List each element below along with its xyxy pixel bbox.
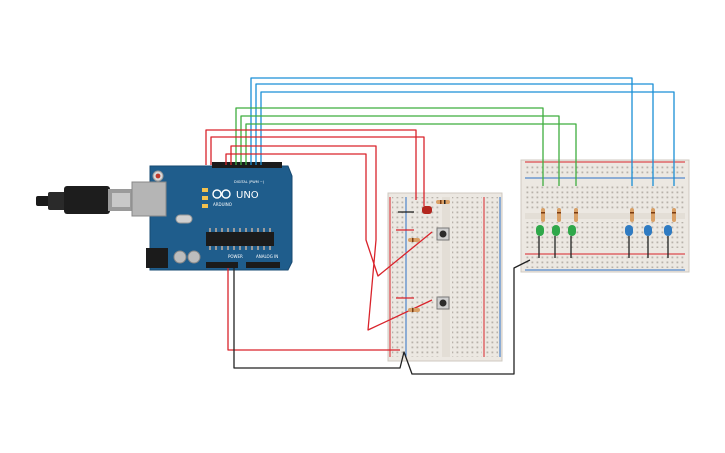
capacitor xyxy=(187,250,201,264)
led-icon xyxy=(536,225,544,236)
usb-port xyxy=(131,181,167,217)
resistor-icon xyxy=(672,208,676,222)
pushbutton-icon xyxy=(436,296,450,310)
capacitor xyxy=(173,250,187,264)
board-model-label: UNO xyxy=(236,190,259,201)
analog-header xyxy=(246,262,280,268)
wire-red xyxy=(230,145,433,331)
arduino-uno-board: UNO ARDUINO DIGITAL (PWM ~) POWER ANALOG… xyxy=(131,162,293,271)
wire-black xyxy=(233,259,531,375)
wire-red xyxy=(205,129,417,200)
wire-red xyxy=(210,136,425,206)
led-icon xyxy=(664,225,672,236)
resistor-icon xyxy=(574,208,578,222)
right-components xyxy=(536,208,676,236)
wire-blue xyxy=(260,91,675,186)
wire-blue xyxy=(250,77,633,186)
resistor-icon xyxy=(436,200,450,204)
resistor-icon xyxy=(557,208,561,222)
led-icon xyxy=(422,206,432,214)
wire-green xyxy=(240,115,560,186)
wires xyxy=(205,77,675,375)
wire-red xyxy=(227,268,400,351)
led-icon xyxy=(568,225,576,236)
digital-header xyxy=(212,162,282,168)
power-jack xyxy=(146,248,168,268)
wire-red xyxy=(225,153,433,277)
breadboard-middle xyxy=(387,192,503,362)
board-brand-label: ARDUINO xyxy=(213,202,232,207)
digital-pins-label: DIGITAL (PWM ~) xyxy=(234,180,265,184)
analog-pins-label: ANALOG IN xyxy=(256,254,278,259)
led-icon xyxy=(552,225,560,236)
resistor-icon xyxy=(408,238,420,242)
usb-cable-icon xyxy=(36,186,134,214)
resistor-icon xyxy=(651,208,655,222)
led-icon xyxy=(625,225,633,236)
led-icon xyxy=(644,225,652,236)
wire-green xyxy=(245,123,577,186)
microcontroller-chip xyxy=(206,232,274,246)
resistor-icon xyxy=(408,308,420,312)
pushbutton-icon xyxy=(436,227,450,241)
breadboard-right xyxy=(520,159,690,273)
power-pins-label: POWER xyxy=(228,254,243,259)
resistor-icon xyxy=(630,208,634,222)
power-header xyxy=(206,262,238,268)
crystal xyxy=(175,214,193,224)
arduino-logo-icon xyxy=(212,189,231,199)
resistor-icon xyxy=(541,208,545,222)
middle-components xyxy=(408,200,450,312)
